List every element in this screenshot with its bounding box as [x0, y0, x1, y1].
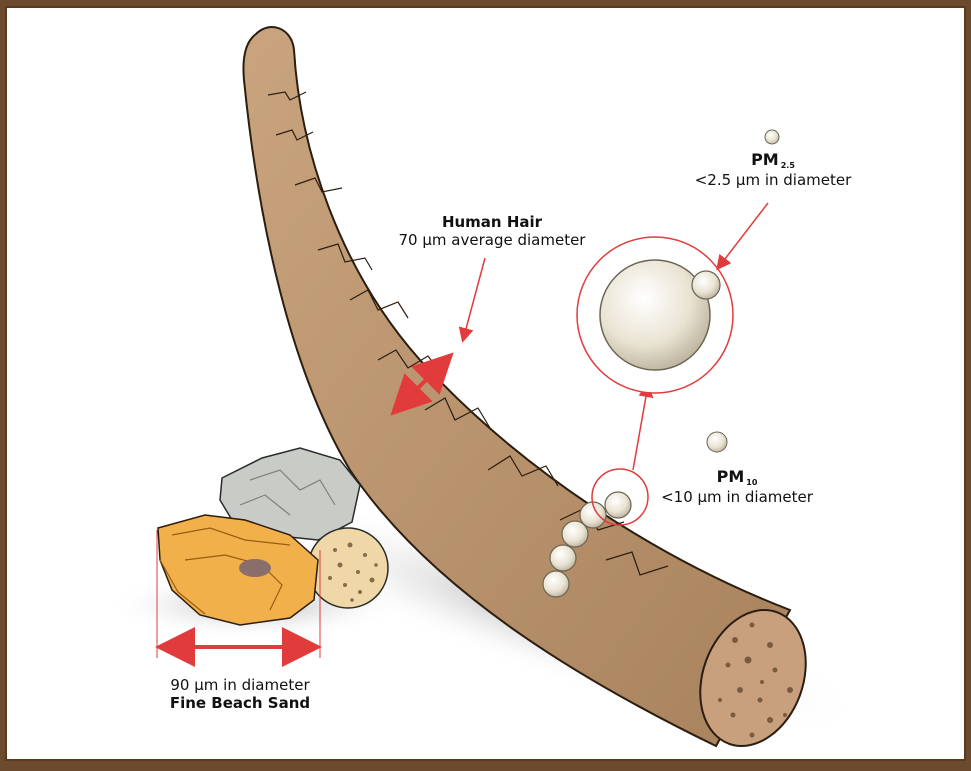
sand-caption: 90 µm in diameter: [135, 676, 345, 694]
pm10-reference-particle: [707, 432, 727, 452]
hair-title: Human Hair: [392, 213, 592, 231]
sand-label: 90 µm in diameter Fine Beach Sand: [135, 676, 345, 712]
pm25-reference-particle: [765, 130, 779, 144]
pm10-caption: <10 µm in diameter: [637, 488, 837, 506]
pm25-subscript: 2.5: [781, 161, 795, 170]
pm10-subscript: 10: [746, 478, 757, 487]
pm10-title: PM: [717, 467, 745, 486]
pm25-title: PM: [751, 150, 779, 169]
pm10-magnified-particle: [600, 260, 710, 370]
sand-inclusion: [239, 559, 271, 577]
hair-caption: 70 µm average diameter: [392, 231, 592, 249]
pm25-caption: <2.5 µm in diameter: [664, 171, 882, 189]
pm25-magnified-particle: [692, 271, 720, 299]
sand-title: Fine Beach Sand: [135, 694, 345, 712]
hair-label: Human Hair 70 µm average diameter: [392, 213, 592, 249]
